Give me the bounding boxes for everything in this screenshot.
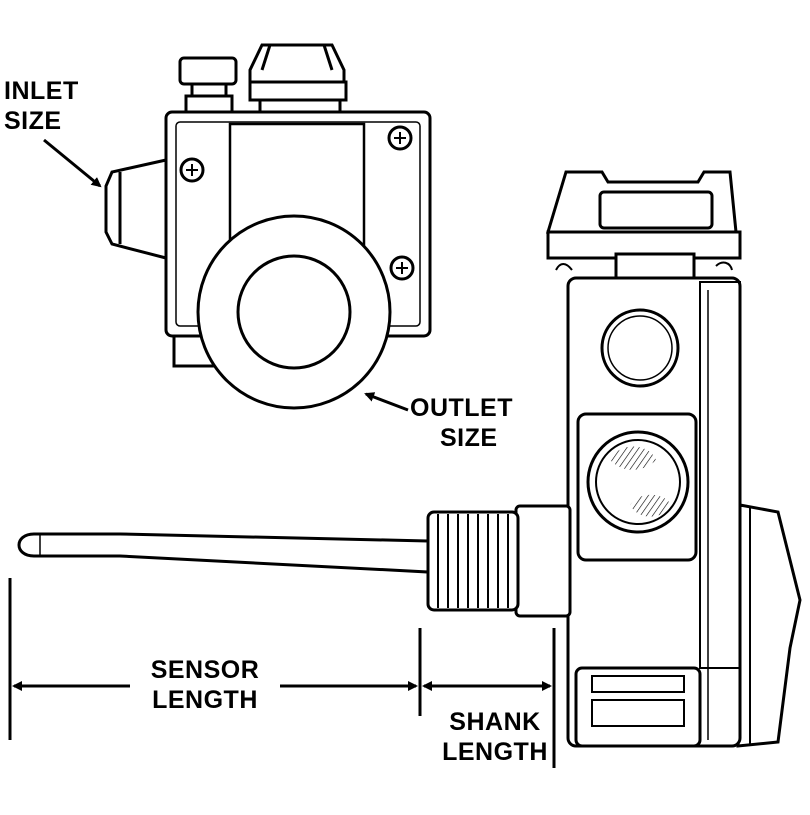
annotation-lines [8,138,556,768]
inlet-arrow [43,138,102,188]
outlet-size-line1: OUTLET [410,394,513,422]
shank-length-line2: LENGTH [442,738,548,766]
outlet-size-label: OUTLET SIZE [410,393,520,453]
inlet-size-line1: INLET [4,77,79,105]
top-knob-left [178,56,238,114]
sensor-length-line2: LENGTH [152,686,258,714]
shank-length-line1: SHANK [449,708,541,736]
status-window-top [600,308,680,388]
outlet-size-line2: SIZE [440,424,498,452]
screw-2 [387,125,413,151]
side-cover [736,503,802,748]
screw-1 [179,157,205,183]
outlet-fitting-inner [236,254,352,370]
inlet-size-line2: SIZE [4,107,62,135]
valve-top-view [104,43,432,410]
outlet-arrow [364,392,409,412]
shank-length-label: SHANK LENGTH [436,707,554,767]
inlet-nozzle [104,158,168,260]
sensor-length-line1: SENSOR [150,656,260,684]
top-knob-right [248,43,348,114]
screw-3 [389,255,415,281]
control-knob [545,170,742,282]
sensor-probe [17,532,430,574]
valve-side-view [17,170,802,748]
threaded-shank [426,504,572,618]
sensor-length-label: SENSOR LENGTH [130,655,280,715]
inlet-size-label: INLET SIZE [4,76,84,136]
